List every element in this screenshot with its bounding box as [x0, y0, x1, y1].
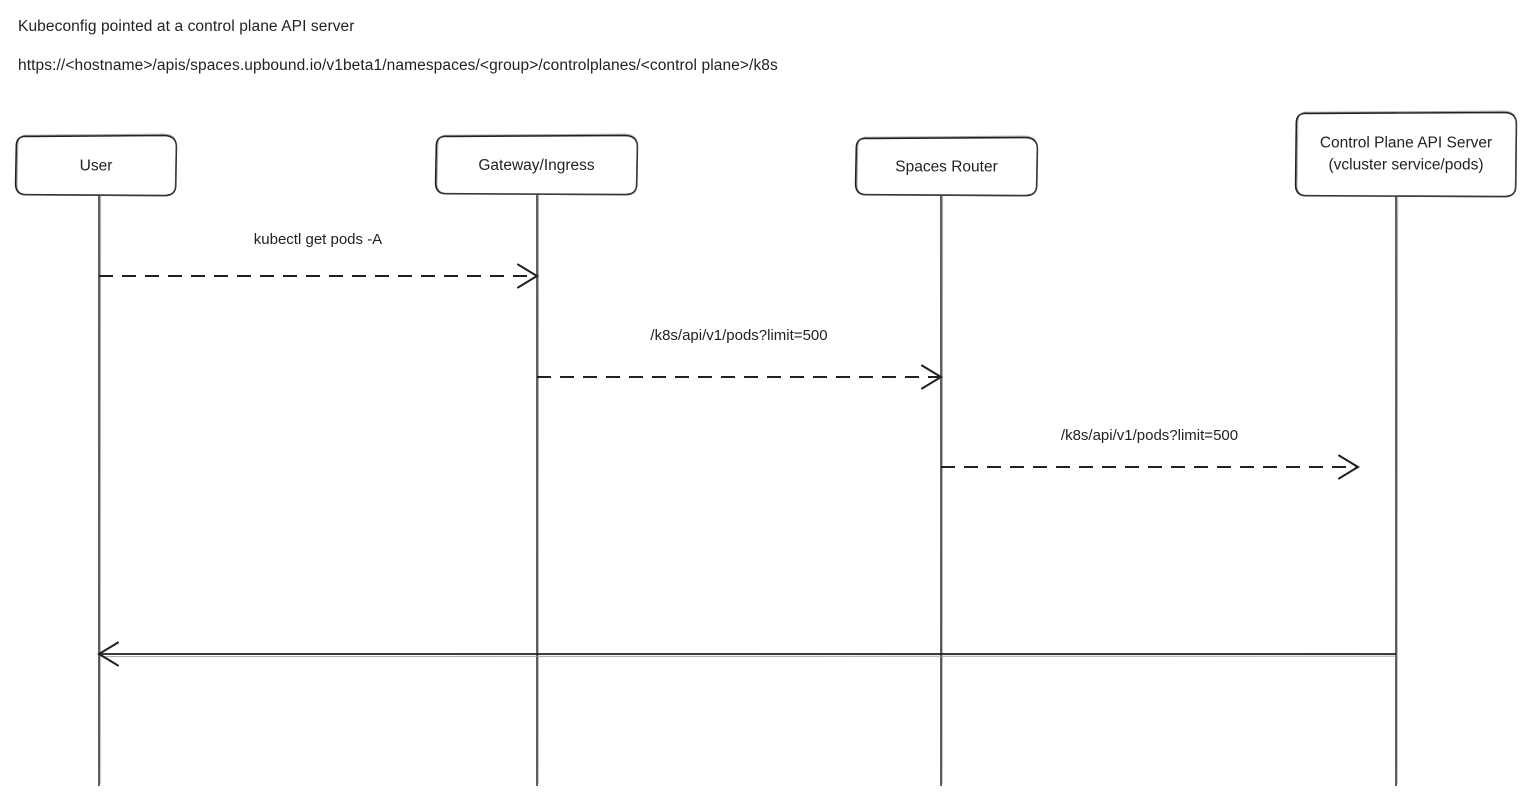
lifeline-gateway	[536, 194, 540, 786]
participant-gateway[interactable]: Gateway/Ingress	[434, 133, 639, 196]
participant-label: Spaces Router	[895, 159, 998, 176]
participant-label: Control Plane API Server	[1320, 135, 1492, 152]
message-m3: /k8s/api/v1/pods?limit=500	[941, 427, 1360, 480]
participant-control-plane-api[interactable]: Control Plane API Server (vcluster servic…	[1294, 110, 1518, 198]
note-kubeconfig-title: Kubeconfig pointed at a control plane AP…	[18, 18, 355, 35]
participant-label: User	[80, 158, 113, 175]
message-m4	[97, 641, 1397, 667]
message-label: /k8s/api/v1/pods?limit=500	[1061, 427, 1238, 444]
note-kubeconfig-url: https://<hostname>/apis/spaces.upbound.i…	[18, 57, 778, 74]
lifelines-group	[98, 194, 1399, 786]
message-m2: /k8s/api/v1/pods?limit=500	[537, 327, 943, 390]
message-label: /k8s/api/v1/pods?limit=500	[650, 327, 827, 344]
participant-user[interactable]: User	[14, 133, 178, 197]
participant-label: Gateway/Ingress	[478, 157, 595, 174]
actors-group: User Gateway/Ingress Spaces Router Control …	[14, 110, 1518, 198]
messages-group: kubectl get pods -A/k8s/api/v1/pods?limi…	[97, 231, 1397, 667]
participant-spaces-router[interactable]: Spaces Router	[854, 135, 1039, 197]
lifeline-spaces-router	[940, 195, 944, 786]
message-label: kubectl get pods -A	[254, 231, 382, 248]
message-m1: kubectl get pods -A	[99, 231, 539, 289]
participant-sublabel: (vcluster service/pods)	[1328, 157, 1483, 174]
lifeline-user	[98, 195, 102, 786]
lifeline-control-plane-api	[1395, 196, 1399, 786]
